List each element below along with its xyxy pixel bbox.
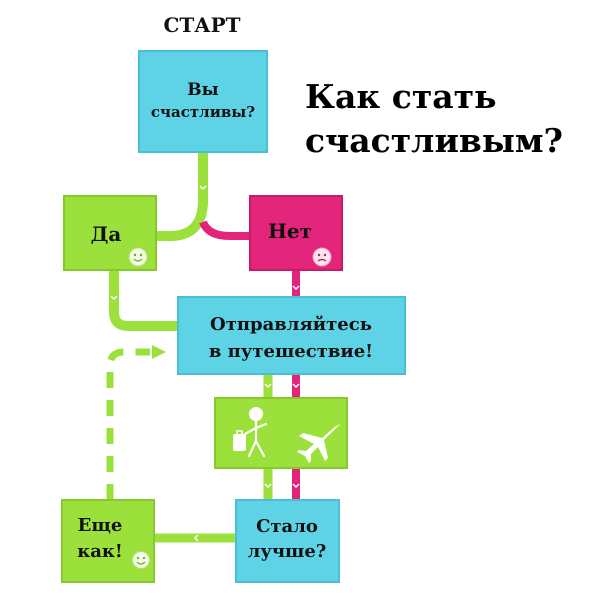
- node-more: Еще как!: [61, 499, 155, 583]
- diagram-title: Как стать счастливым?: [305, 77, 563, 160]
- chevron-down-icon: [110, 295, 118, 301]
- chevron-down-icon: [292, 383, 300, 389]
- node-travel-icons: [214, 397, 348, 469]
- node-better-line-2: лучше?: [248, 541, 327, 562]
- node-yes-label: Да: [91, 222, 122, 246]
- node-better-line-1: Стало: [256, 516, 318, 537]
- node-yes: Да: [63, 195, 157, 271]
- node-more-line-1: Еще: [78, 515, 123, 536]
- connectors: [106, 152, 300, 543]
- node-question-line-2: счастливы?: [151, 103, 255, 121]
- traveler-icon: [233, 407, 268, 458]
- chevron-down-icon: [199, 185, 207, 191]
- chevron-down-icon: [292, 285, 300, 291]
- airplane-icon: [297, 424, 341, 463]
- node-more-line-2: как!: [77, 541, 123, 562]
- connector-loop-dashed: [106, 348, 150, 500]
- node-travel-line-1: Отправляйтесь: [210, 314, 372, 335]
- node-better: Стало лучше?: [235, 499, 340, 583]
- chevron-down-icon: [292, 483, 300, 489]
- chevron-down-icon: [264, 383, 272, 389]
- connector-to-no: [199, 220, 250, 240]
- smiley-happy-icon: [128, 247, 148, 267]
- smiley-happy-icon: [132, 551, 150, 569]
- node-no: Нет: [249, 195, 343, 271]
- node-question-line-1: Вы: [187, 80, 218, 100]
- chevron-marks: [110, 185, 300, 542]
- node-travel: Отправляйтесь в путешествие!: [177, 296, 406, 375]
- chevron-left-icon: [193, 534, 199, 542]
- connector-yes-to-travel: [109, 270, 180, 331]
- node-travel-line-2: в путешествие!: [209, 341, 373, 362]
- smiley-sad-icon: [312, 247, 332, 267]
- start-label: СТАРТ: [163, 13, 240, 37]
- title-line-1: Как стать: [305, 77, 497, 116]
- node-question: Вы счастливы?: [138, 50, 268, 153]
- title-line-2: счастливым?: [305, 121, 563, 160]
- arrow-head-icon: [152, 345, 166, 359]
- chevron-down-icon: [264, 483, 272, 489]
- connector-to-yes: [156, 199, 208, 241]
- node-no-label: Нет: [268, 219, 312, 243]
